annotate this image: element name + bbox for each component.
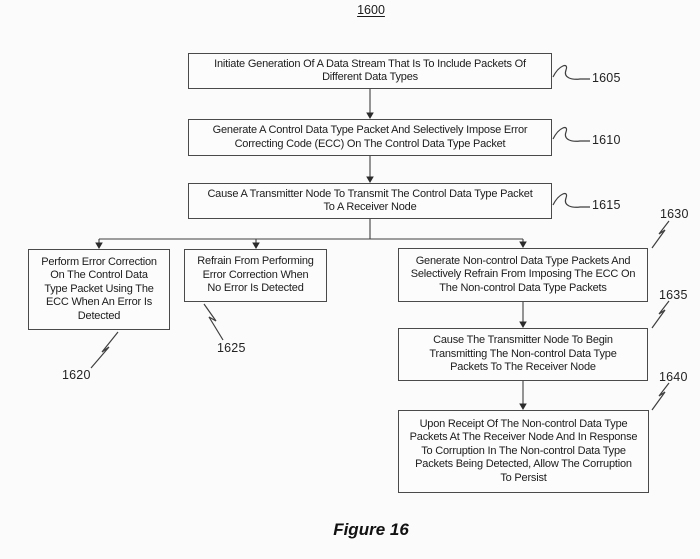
flow-arrows-group [98,89,524,404]
ref-squiggle [552,126,590,142]
flow-step-box-1615: Cause A Transmitter Node To Transmit The… [188,183,552,219]
ref-label-1625: 1625 [217,341,246,355]
flow-step-box-1625: Refrain From Performing Error Correction… [184,249,327,302]
flow-step-box-1605: Initiate Generation Of A Data Stream Tha… [188,53,552,89]
ref-squiggle [552,64,590,80]
diagram-number-label: 1600 [357,3,385,17]
flow-step-box-1630: Generate Non-control Data Type Packets A… [398,248,648,302]
figure-caption: Figure 16 [333,520,409,539]
ref-label-1635: 1635 [659,288,688,302]
ref-label-1605: 1605 [592,71,621,85]
ref-label-1640: 1640 [659,370,688,384]
ref-squiggle [651,300,670,329]
flow-step-box-1640: Upon Receipt Of The Non-control Data Typ… [398,410,649,493]
ref-squiggle [90,331,119,369]
arrow-heads-group [95,112,527,410]
ref-label-1620: 1620 [62,368,91,382]
arrow-head [95,242,103,249]
arrow-head [366,112,374,119]
arrow-head [519,321,527,328]
ref-squiggle [651,220,670,249]
flow-step-box-1620: Perform Error Correction On The Control … [28,249,170,330]
ref-squiggle [651,382,670,411]
ref-label-1630: 1630 [660,207,689,221]
flow-step-box-1610: Generate A Control Data Type Packet And … [188,119,552,156]
ref-squiggle [203,303,224,341]
ref-label-1610: 1610 [592,133,621,147]
arrow-head [519,241,527,248]
arrow-head [252,242,260,249]
ref-label-1615: 1615 [592,198,621,212]
arrow-head [519,403,527,410]
flow-step-box-1635: Cause The Transmitter Node To Begin Tran… [398,328,648,381]
ref-squiggles-group [90,64,670,411]
ref-squiggle [552,192,590,208]
arrow-head [366,176,374,183]
